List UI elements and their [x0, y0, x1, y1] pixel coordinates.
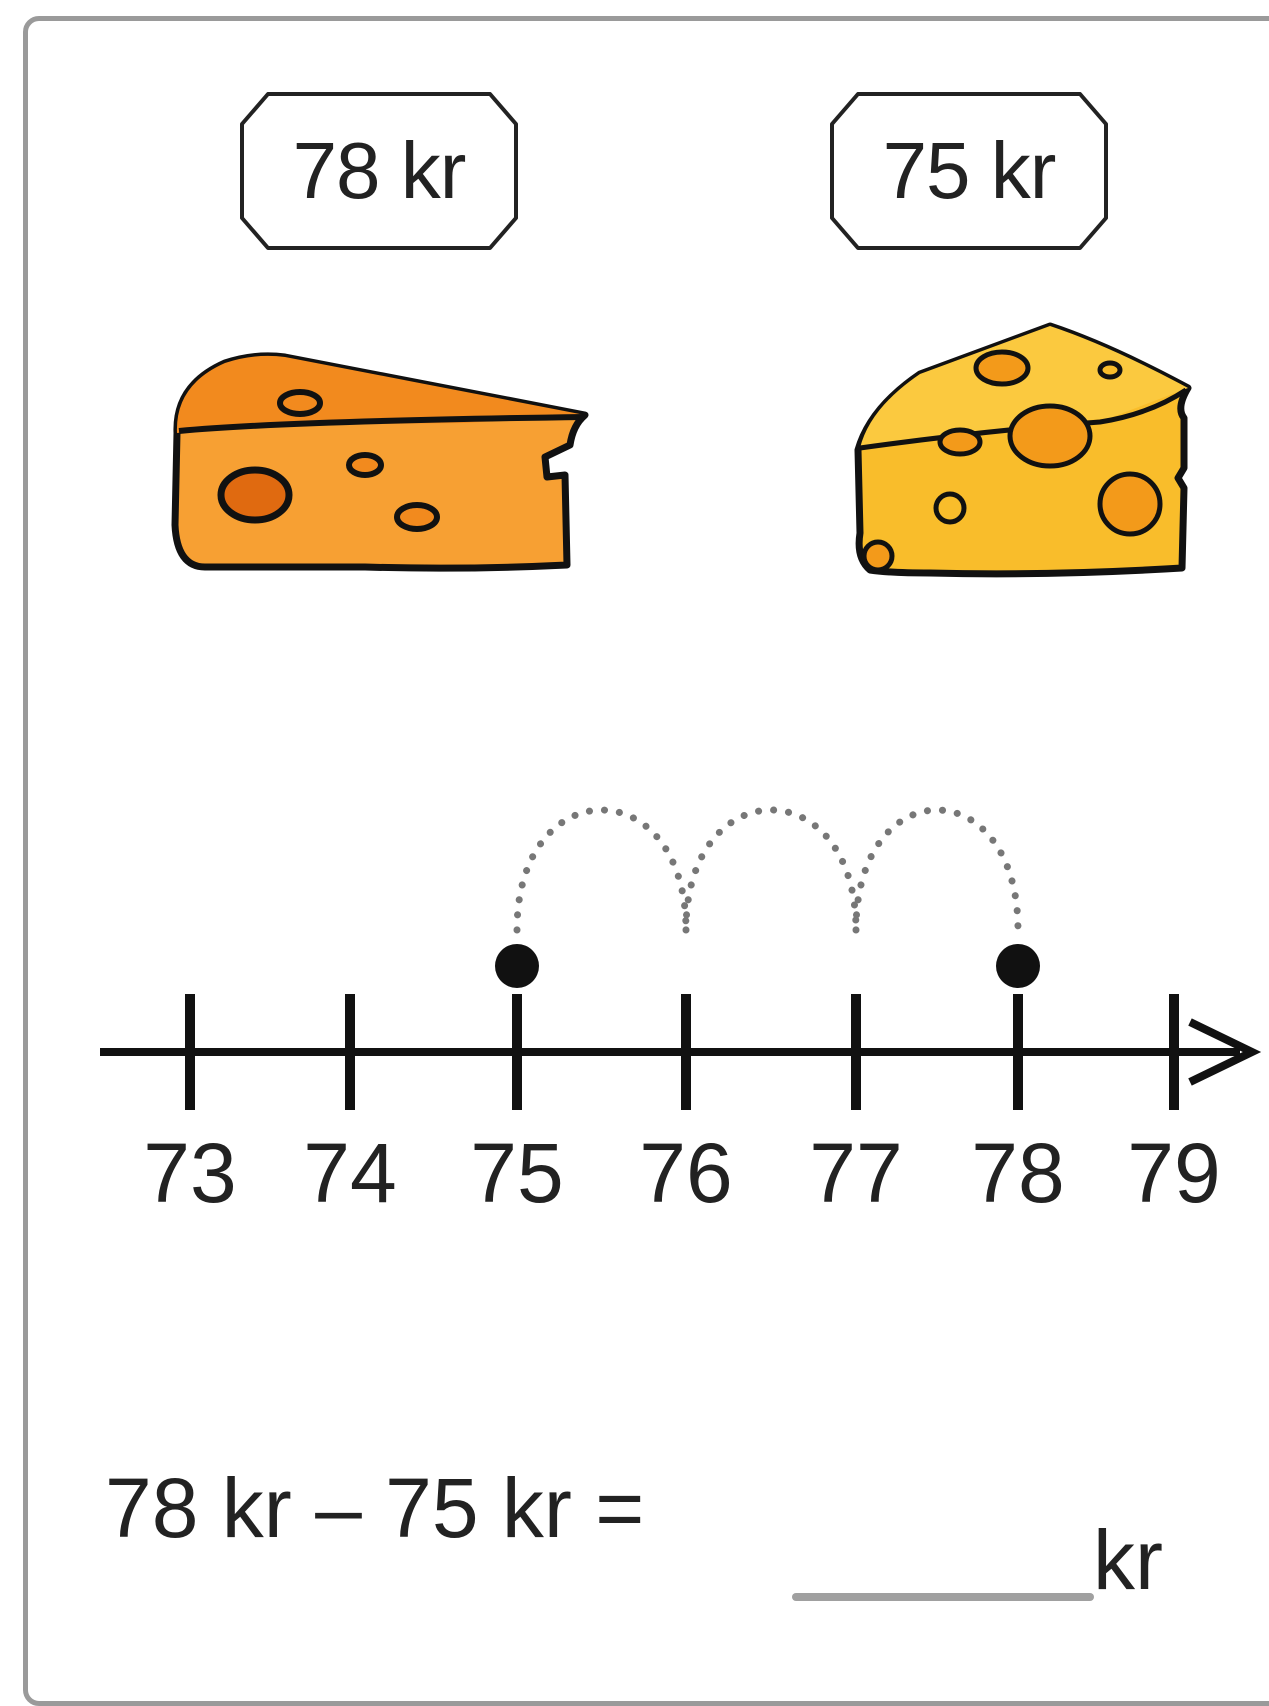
tick-label: 79 [1127, 1126, 1220, 1220]
tick-label: 78 [971, 1126, 1064, 1220]
tick-label: 76 [639, 1126, 732, 1220]
price-tag-outline [830, 92, 1108, 250]
subtraction-equation: 78 kr – 75 kr = [105, 1461, 645, 1555]
number-line-ticks: 73 74 75 76 77 78 79 [143, 994, 1221, 1220]
marked-point [495, 944, 539, 988]
cheese-wedge-yellow-icon [854, 322, 1192, 578]
number-line: 73 74 75 76 77 78 79 [100, 806, 1262, 1220]
arrow-right-icon [1188, 1018, 1262, 1086]
price-tag-yellow-cheese: 75 kr [828, 90, 1110, 252]
tick-label: 77 [809, 1126, 902, 1220]
price-tag-outline [240, 92, 518, 250]
tick-label: 74 [303, 1126, 396, 1220]
price-label: 78 kr [292, 126, 467, 215]
marked-point [996, 944, 1040, 988]
jump-arc [682, 806, 860, 934]
jump-arc [513, 806, 690, 934]
answer-unit: kr [1093, 1513, 1163, 1607]
jump-arcs [513, 806, 1022, 934]
worksheet-card [23, 16, 1269, 1706]
cheese-wedge-orange-icon [171, 352, 589, 572]
answer-blank[interactable] [792, 1593, 1094, 1601]
marked-points [495, 944, 1040, 988]
price-tag-orange-cheese: 78 kr [238, 90, 520, 252]
tick-label: 73 [143, 1126, 236, 1220]
price-label: 75 kr [882, 126, 1057, 215]
tick-label: 75 [470, 1126, 563, 1220]
jump-arc [852, 806, 1022, 934]
